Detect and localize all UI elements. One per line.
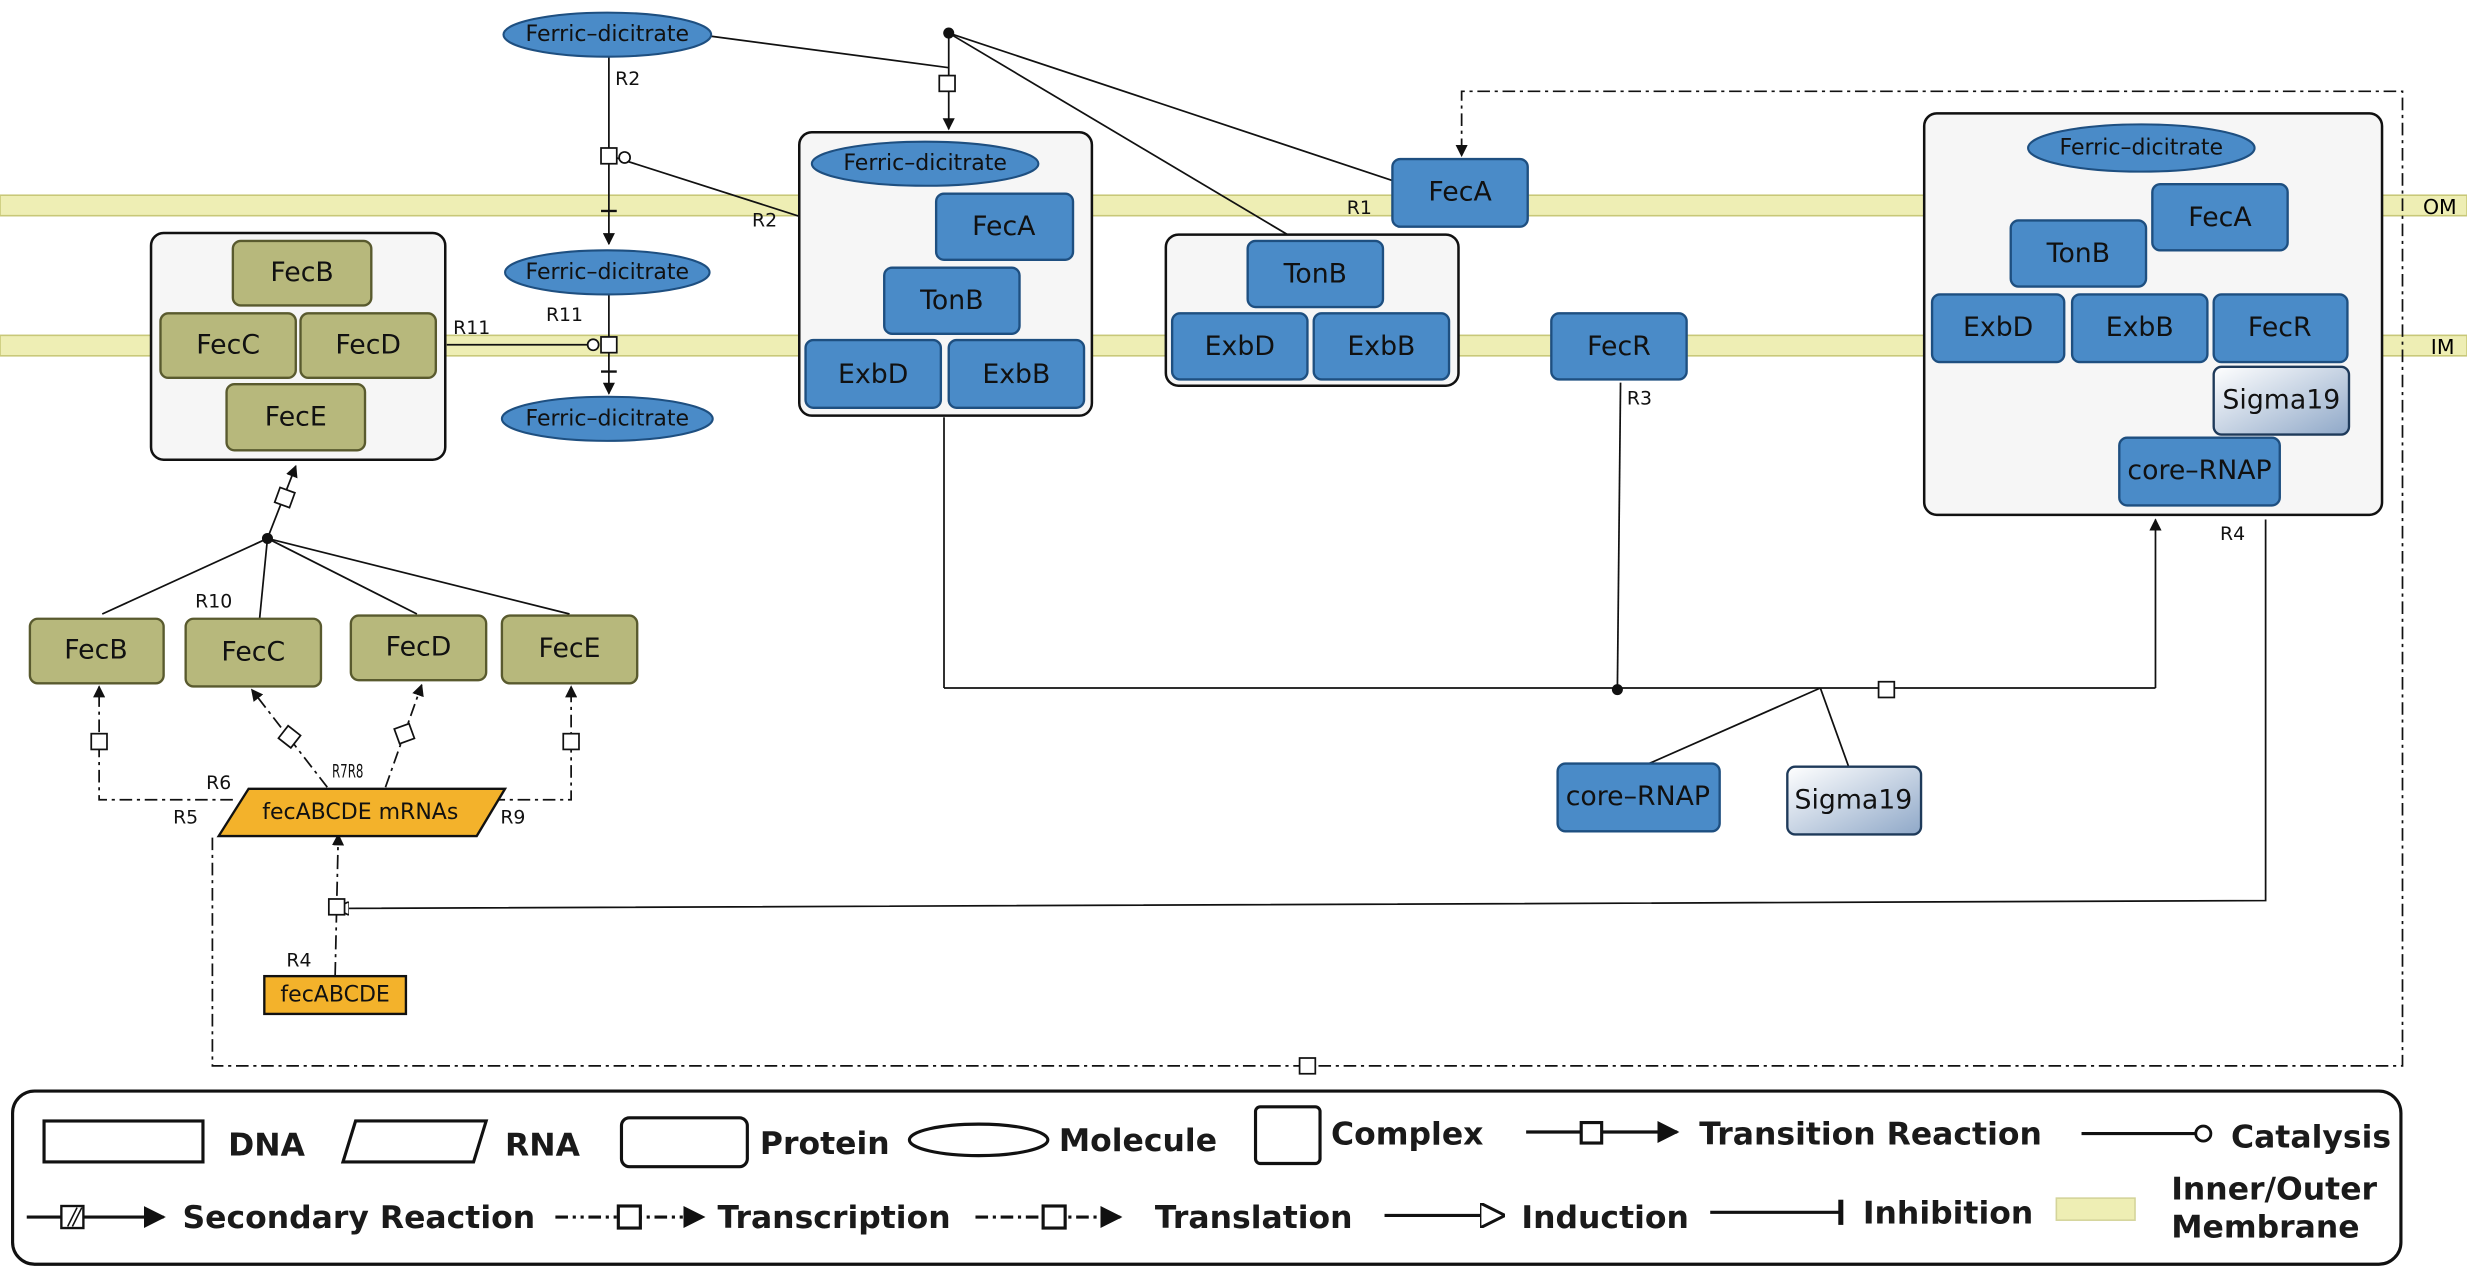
reaction-r6: R6 <box>206 772 231 794</box>
reaction-r5: R5 <box>173 806 198 828</box>
complex2-exbd[interactable]: ExbD <box>838 359 908 390</box>
legend-protein-symbol <box>619 1116 749 1169</box>
complex3-tonb[interactable]: TonB <box>1283 258 1347 289</box>
complex4-exbd[interactable]: ExbD <box>1963 312 2033 343</box>
complex1-fece[interactable]: FecE <box>265 402 327 433</box>
gene-shape <box>263 974 408 1016</box>
legend-rna-symbol <box>340 1119 489 1164</box>
reaction-r3: R3 <box>1627 388 1652 410</box>
molecule-shapes <box>500 11 2256 442</box>
legend-box <box>11 1089 2403 1266</box>
complex4-tonb[interactable]: TonB <box>2046 238 2110 269</box>
reaction-labels: R2 R2 R1 R11 R11 R3 R4 R4 R10 R6 R5 R7R8… <box>173 68 2245 972</box>
legend-transition-symbol <box>1526 1120 1680 1145</box>
legend-inhibition-label: Inhibition <box>1863 1195 2033 1231</box>
complex1-fecb[interactable]: FecB <box>270 257 333 288</box>
protein-sigma19[interactable]: Sigma19 <box>1794 784 1912 815</box>
protein-core-rnap[interactable]: core–RNAP <box>1566 781 1710 812</box>
reaction-r2-top: R2 <box>615 68 640 90</box>
legend-dna-label: DNA <box>228 1128 305 1164</box>
legend-molecule-symbol <box>907 1122 1050 1158</box>
legend-secondary-symbol <box>26 1204 166 1230</box>
om-label: OM <box>2423 195 2457 219</box>
legend-membrane-label-line2: Membrane <box>2171 1209 2359 1245</box>
dna-fecabcde-gene[interactable]: fecABCDE <box>280 983 389 1008</box>
legend-complex-label: Complex <box>1331 1117 1483 1153</box>
legend-complex-symbol <box>1253 1105 1322 1166</box>
reaction-r1: R1 <box>1347 197 1372 219</box>
complex4-sigma19[interactable]: Sigma19 <box>2222 384 2340 415</box>
reaction-r10: R10 <box>195 591 232 613</box>
reaction-r4-right: R4 <box>2220 523 2245 545</box>
legend-rna-label: RNA <box>505 1128 581 1164</box>
reaction-r2-side: R2 <box>752 210 777 232</box>
complex4-exbb[interactable]: ExbB <box>2106 312 2174 343</box>
reaction-nodes <box>90 74 1896 1075</box>
reaction-r4-left: R4 <box>286 950 311 972</box>
protein-fecd[interactable]: FecD <box>386 632 452 663</box>
reaction-r11-side: R11 <box>453 317 490 339</box>
reaction-r9: R9 <box>500 806 525 828</box>
mol-ferric-dicitrate-top[interactable]: Ferric–dicitrate <box>526 22 690 47</box>
legend-membrane-symbol <box>2055 1197 2136 1221</box>
reaction-r11-top: R11 <box>546 304 583 326</box>
complex3-exbb[interactable]: ExbB <box>1347 331 1415 362</box>
complex4-core-rnap[interactable]: core–RNAP <box>2127 455 2271 486</box>
legend-translation-symbol <box>975 1204 1123 1230</box>
junctions <box>261 27 1623 696</box>
mrna-shape <box>216 787 508 838</box>
complex4-feca[interactable]: FecA <box>2188 202 2252 233</box>
protein-fecb[interactable]: FecB <box>64 635 127 666</box>
legend-induction-label: Induction <box>1521 1200 1688 1236</box>
legend-transcription-symbol <box>555 1204 706 1230</box>
complex3-exbd[interactable]: ExbD <box>1205 331 1275 362</box>
reaction-r7-r8: R7R8 <box>332 761 363 783</box>
legend-secondary-label: Secondary Reaction <box>183 1200 536 1236</box>
legend-transition-label: Transition Reaction <box>1699 1117 2042 1153</box>
sigma-shapes <box>1786 365 2351 836</box>
legend-dna-symbol <box>42 1119 205 1164</box>
complex4-fecr[interactable]: FecR <box>2248 312 2312 343</box>
legend-molecule-label: Molecule <box>1059 1123 1217 1159</box>
legend-protein-label: Protein <box>760 1126 890 1162</box>
legend: DNA RNA Protein Molecule Complex Transit… <box>11 1089 2403 1266</box>
mol-ferric-dicitrate-bottom[interactable]: Ferric–dicitrate <box>526 406 690 431</box>
protein-fecc[interactable]: FecC <box>221 636 285 667</box>
complex2-tonb[interactable]: TonB <box>919 285 983 316</box>
legend-catalysis-label: Catalysis <box>2231 1120 2391 1156</box>
legend-translation-label: Translation <box>1155 1200 1353 1236</box>
im-label: IM <box>2431 335 2455 359</box>
blue-protein-shapes <box>804 157 2349 833</box>
complex4-ferric-dicitrate[interactable]: Ferric–dicitrate <box>2060 135 2224 160</box>
legend-membrane-label-line1: Inner/Outer <box>2171 1172 2377 1208</box>
complex2-feca[interactable]: FecA <box>972 211 1036 242</box>
inhibit-bars <box>601 209 617 373</box>
legend-transcription-label: Transcription <box>717 1200 950 1236</box>
complex2-exbb[interactable]: ExbB <box>982 359 1050 390</box>
complex2-ferric-dicitrate[interactable]: Ferric–dicitrate <box>843 151 1007 176</box>
protein-fece[interactable]: FecE <box>539 633 601 664</box>
rna-fecabcde-mrnas[interactable]: fecABCDE mRNAs <box>262 800 458 825</box>
complex1-fecc[interactable]: FecC <box>196 329 260 360</box>
olive-protein-shapes <box>28 239 639 688</box>
mol-ferric-dicitrate-mid[interactable]: Ferric–dicitrate <box>526 260 690 285</box>
protein-feca-om[interactable]: FecA <box>1428 177 1492 208</box>
protein-fecr-im[interactable]: FecR <box>1587 331 1651 362</box>
complex1-fecd[interactable]: FecD <box>335 329 401 360</box>
